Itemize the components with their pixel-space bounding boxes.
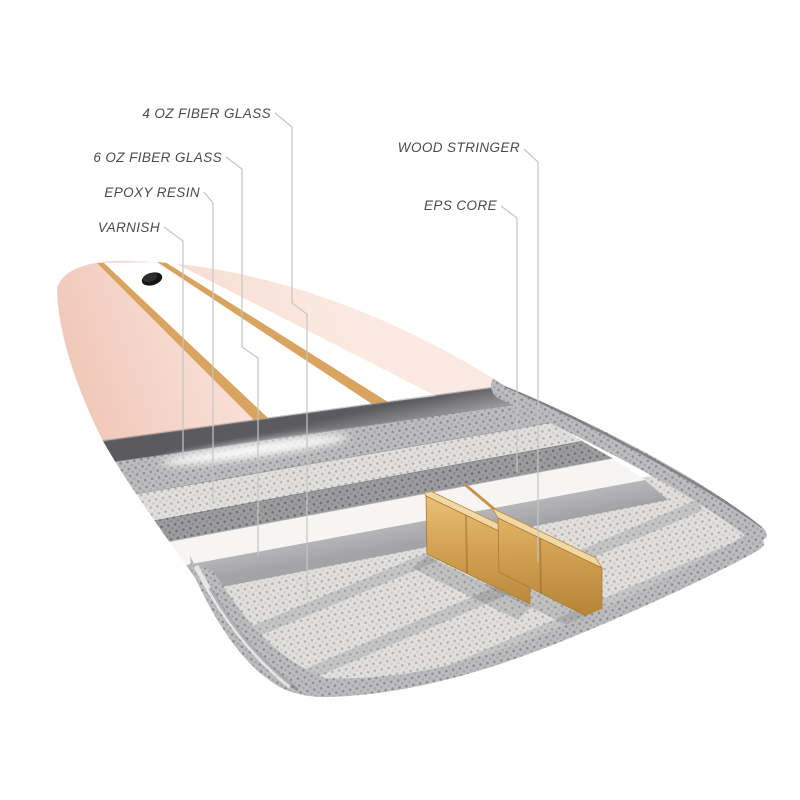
leader-line-wood-stringer	[523, 148, 539, 562]
cloth-fold-highlight	[193, 564, 292, 688]
leader-line-eps-core	[500, 205, 518, 472]
layer-label-eps-core: EPS CORE	[424, 198, 497, 213]
leader-line-varnish	[163, 226, 184, 459]
layer-label-wood-stringer: WOOD STRINGER	[397, 140, 520, 155]
layer-label-varnish: VARNISH	[97, 220, 160, 235]
deck	[57, 260, 506, 443]
cloth-fold-shade	[208, 587, 299, 692]
deck-stripe-right	[157, 262, 388, 404]
deck-cut-edge	[95, 386, 522, 463]
layer-label-4oz-fiber-glass: 4 OZ FIBER GLASS	[142, 106, 271, 121]
layer-label-epoxy-resin: EPOXY RESIN	[104, 185, 200, 200]
plank-shadow	[412, 556, 532, 620]
leader-line-6oz-fiber-glass	[225, 156, 259, 556]
bottom-rail-wrap	[193, 533, 764, 697]
fiberglass-band-2	[122, 422, 582, 523]
eps-core-band	[154, 458, 645, 568]
leader-line-4oz-fiber-glass	[274, 112, 308, 598]
right-rail-edge	[504, 384, 763, 529]
edge-shine	[160, 435, 350, 465]
fiberglass-band-1	[104, 403, 552, 496]
layer-label-6oz-fiber-glass: 6 OZ FIBER GLASS	[93, 150, 222, 165]
wood-stringer-planks	[418, 485, 604, 625]
leash-plug-inner	[142, 272, 158, 283]
deck-white-band	[101, 262, 380, 419]
deck-white-sliver	[165, 262, 436, 402]
leader-line-epoxy-resin	[203, 191, 214, 504]
cavity-inner-wall	[170, 480, 668, 594]
